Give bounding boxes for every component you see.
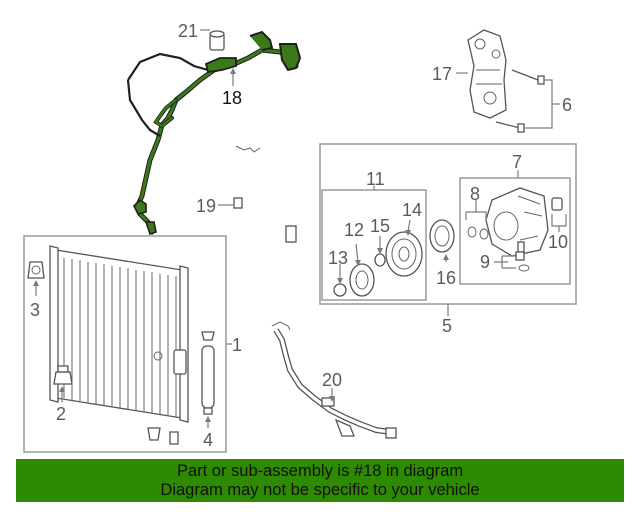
callout-9[interactable]: 9	[480, 252, 490, 272]
part-bolt[interactable]	[169, 431, 179, 445]
part-13-shim[interactable]	[333, 283, 347, 297]
callout-3[interactable]: 3	[30, 300, 40, 320]
part-plug[interactable]	[147, 427, 161, 441]
callout-19[interactable]: 19	[196, 196, 216, 216]
part-8-oring-a[interactable]	[467, 226, 477, 238]
leader-12	[355, 243, 359, 263]
callout-14[interactable]: 14	[402, 200, 422, 220]
banner-line-1: Part or sub-assembly is #18 in diagram	[176, 462, 464, 480]
part-3-cap[interactable]	[27, 261, 45, 279]
part-9-valve[interactable]	[515, 251, 525, 261]
part-21-cap[interactable]	[209, 30, 225, 51]
leader-6-bracket	[524, 79, 553, 129]
compressor-box	[459, 177, 571, 285]
callout-21[interactable]: 21	[178, 21, 198, 41]
callout-7[interactable]: 7	[512, 152, 522, 172]
part-20-hose[interactable]	[271, 321, 397, 439]
leader-10-bracket	[551, 214, 567, 227]
part-condenser[interactable]	[49, 245, 189, 423]
callout-4[interactable]: 4	[203, 430, 213, 450]
callout-16[interactable]: 16	[436, 268, 456, 288]
callout-2[interactable]: 2	[56, 404, 66, 424]
callout-13[interactable]: 13	[328, 248, 348, 268]
info-banner: Part or sub-assembly is #18 in diagram D…	[16, 459, 624, 502]
callout-20[interactable]: 20	[322, 370, 342, 390]
part-compressor[interactable]	[485, 187, 563, 257]
callout-15[interactable]: 15	[370, 216, 390, 236]
part-2-mount[interactable]	[53, 365, 73, 385]
part-18-ac-hose-highlighted[interactable]	[126, 30, 302, 236]
part-9-oring[interactable]	[518, 264, 530, 272]
parts-diagram: 18 21 17 6 19 1	[23, 21, 577, 453]
callout-18[interactable]: 18	[222, 88, 242, 108]
part-15-snap-ring[interactable]	[374, 253, 386, 267]
part-12-hub[interactable]	[349, 263, 375, 297]
callout-17[interactable]: 17	[432, 64, 452, 84]
callout-6[interactable]: 6	[562, 95, 572, 115]
banner-line-2: Diagram may not be specific to your vehi…	[160, 481, 480, 499]
part-19-hose[interactable]	[232, 145, 300, 248]
callout-5[interactable]: 5	[442, 316, 452, 336]
callout-11[interactable]: 11	[366, 169, 385, 189]
callout-1[interactable]: 1	[232, 335, 242, 355]
callout-12[interactable]: 12	[344, 220, 364, 240]
part-17-bracket[interactable]	[467, 29, 507, 119]
part-14-pulley[interactable]	[385, 231, 423, 277]
leader-8-bracket	[465, 211, 487, 222]
callout-10[interactable]: 10	[548, 232, 568, 252]
part-16-coil[interactable]	[429, 219, 455, 253]
part-4-receiver-drier[interactable]	[201, 331, 215, 415]
leader-9	[494, 255, 516, 269]
callout-8[interactable]: 8	[470, 184, 480, 204]
part-8-oring-b[interactable]	[479, 228, 489, 240]
